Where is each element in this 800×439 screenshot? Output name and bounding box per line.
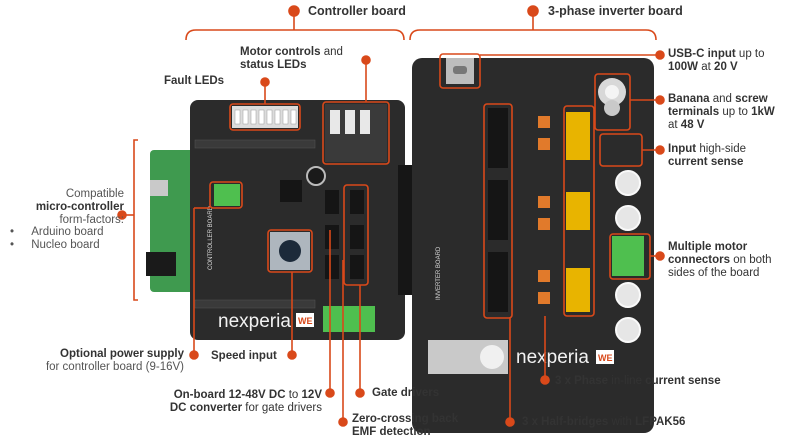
label-compatible: Compatible micro-controller form-factors… [35, 188, 124, 226]
label-compat-list: • Arduino board • Nucleo board [10, 226, 104, 251]
we-logo-right: WE [598, 353, 613, 363]
inverter-silk: INVERTER BOARD [436, 246, 442, 300]
we-logo-left: WE [298, 316, 313, 326]
label-half-bridges: 3 x Half-bridges with LFPAK56 [522, 416, 686, 428]
label-motor-controls: Motor controls and status LEDs [240, 46, 343, 71]
header-inverter-board: 3-phase inverter board [548, 4, 683, 18]
header-controller-board: Controller board [308, 4, 406, 18]
label-banana: Banana and screw terminals up to 1kW at … [668, 93, 775, 131]
brand-left: nexperia [218, 311, 291, 332]
label-input-sense: Input high-side current sense [668, 143, 746, 168]
label-phase-sense: 3 x Phase in-line current sense [555, 375, 721, 387]
label-multi-motor: Multiple motor connectors on both sides … [668, 241, 772, 279]
label-fault-leds: Fault LEDs [164, 75, 225, 87]
label-dcdc: On-board 12-48V DC to 12V DC converter f… [169, 389, 322, 414]
label-usbc: USB-C input up to 100W at 20 V [668, 48, 765, 73]
label-gate-drivers: Gate drivers [372, 387, 440, 399]
controller-silk: CONTROLLER BOARD [208, 205, 214, 270]
label-optional-power: Optional power supply for controller boa… [45, 348, 184, 373]
label-speed-input: Speed input [211, 350, 277, 362]
brand-right: nexperia [516, 347, 589, 368]
